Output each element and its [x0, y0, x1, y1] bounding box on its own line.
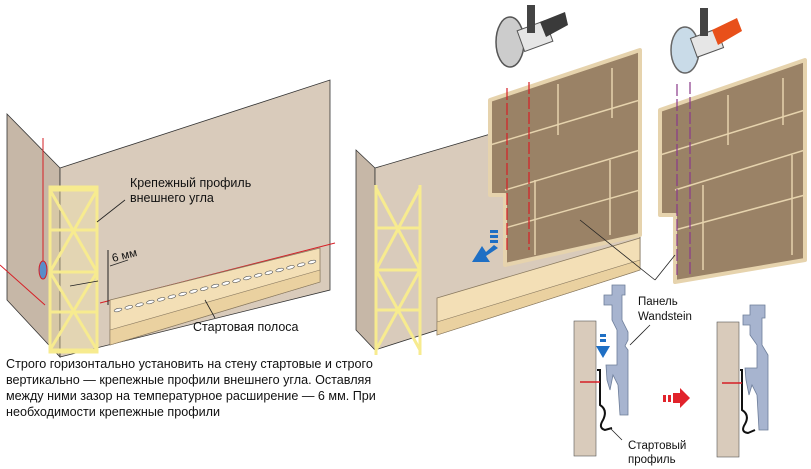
starter-slot: [253, 273, 263, 278]
starter-slot: [113, 307, 123, 313]
panel-leader-2: [654, 254, 676, 281]
starter-strip-lip: [109, 269, 321, 346]
starter-slot: [210, 283, 220, 289]
stone-panel-cut: [658, 58, 807, 284]
middle-scene: [355, 5, 656, 355]
panel-label-1: Панель: [638, 296, 678, 308]
starter-slot: [264, 270, 274, 275]
starter-slot: [167, 294, 177, 299]
wall-section: [573, 320, 597, 457]
starter-strip-2-lip: [436, 259, 641, 336]
starter-slot: [286, 265, 295, 270]
level-line: [0, 264, 46, 306]
starter-profile-leader: [609, 427, 623, 441]
starter-slot: [232, 278, 241, 283]
move-down-arrow: [596, 334, 610, 358]
starter-profile-label-2: профиль: [628, 454, 676, 466]
starter-slot: [135, 302, 144, 307]
starter-slot: [221, 281, 230, 286]
starter-slot: [178, 291, 187, 297]
starter-slot: [124, 305, 133, 310]
instruction-text: Строго горизонтально установить на стену…: [6, 357, 376, 419]
starter-slot: [146, 299, 155, 305]
starter-slot: [297, 262, 306, 267]
starter-slot: [275, 267, 284, 273]
stone-panel-cut-joints: [659, 78, 806, 270]
transition-arrow: [663, 388, 690, 408]
starter-slot: [156, 297, 166, 302]
panel-leader-1: [579, 219, 656, 281]
panel-profile-installed: [742, 304, 769, 431]
panel-label-2: Wandstein: [638, 311, 692, 323]
side-wall-2: [355, 149, 376, 352]
corner-profile-2: [374, 185, 422, 355]
gap-arrow-2: [109, 259, 129, 267]
plumb-bob: [38, 260, 48, 280]
corner-profile: [48, 185, 99, 354]
angle-grinder-icon: [495, 5, 568, 68]
wall-section-2: [716, 321, 740, 458]
corner-profile-label-1: Крепежный профиль: [130, 176, 251, 190]
starter-strip-label: Стартовая полоса: [193, 320, 299, 334]
right-scene: [654, 8, 807, 284]
corner-profile-leader: [96, 199, 126, 223]
panel-section-leader: [629, 324, 651, 346]
gap-label: 6 мм: [111, 247, 139, 265]
starter-profile-installed: [740, 369, 756, 435]
stone-panel: [488, 48, 642, 267]
starter-profile-section: [597, 369, 613, 432]
gap-arrow: [69, 280, 99, 287]
starter-strip-leader: [204, 299, 216, 319]
corner-profile-label-2: внешнего угла: [130, 191, 214, 205]
panel-profile: [603, 284, 629, 416]
starter-slot: [189, 289, 198, 294]
section-detail-after: [716, 304, 769, 458]
move-left-arrow: [472, 230, 498, 262]
section-detail-before: [573, 284, 651, 457]
starter-slot: [200, 286, 209, 291]
starter-slot: [307, 259, 317, 265]
starter-slot: [243, 275, 252, 281]
stone-panel-joints: [489, 68, 641, 255]
angle-grinder-active-icon: [670, 8, 742, 74]
starter-profile-label-1: Стартовый: [628, 440, 686, 452]
